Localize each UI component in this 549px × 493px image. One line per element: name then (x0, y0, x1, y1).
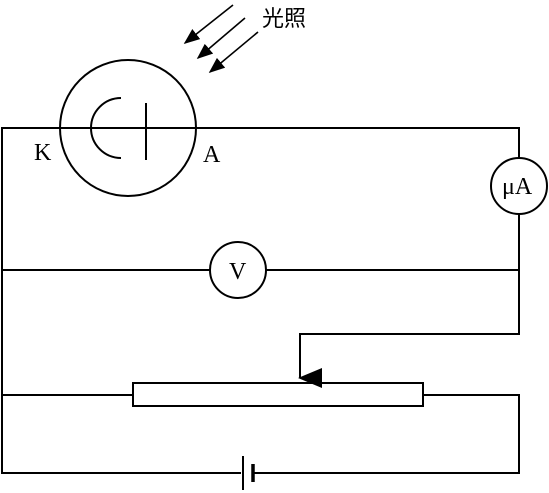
rheostat-wire-right (423, 394, 520, 473)
cathode-label: K (34, 140, 52, 166)
slide-rheostat-icon (132, 382, 424, 407)
arrow-icon (183, 4, 234, 44)
slider-wire (298, 333, 519, 388)
light-arrows (183, 4, 259, 74)
anode-label: A (203, 142, 221, 168)
arrow-icon (196, 17, 246, 60)
voltmeter: V (209, 241, 267, 299)
microammeter: μA (490, 157, 548, 215)
light-label: 光照 (262, 7, 306, 32)
voltmeter-label: V (229, 259, 247, 285)
battery-icon (242, 456, 255, 490)
arrow-icon (208, 31, 259, 74)
microammeter-label: μA (502, 174, 533, 200)
